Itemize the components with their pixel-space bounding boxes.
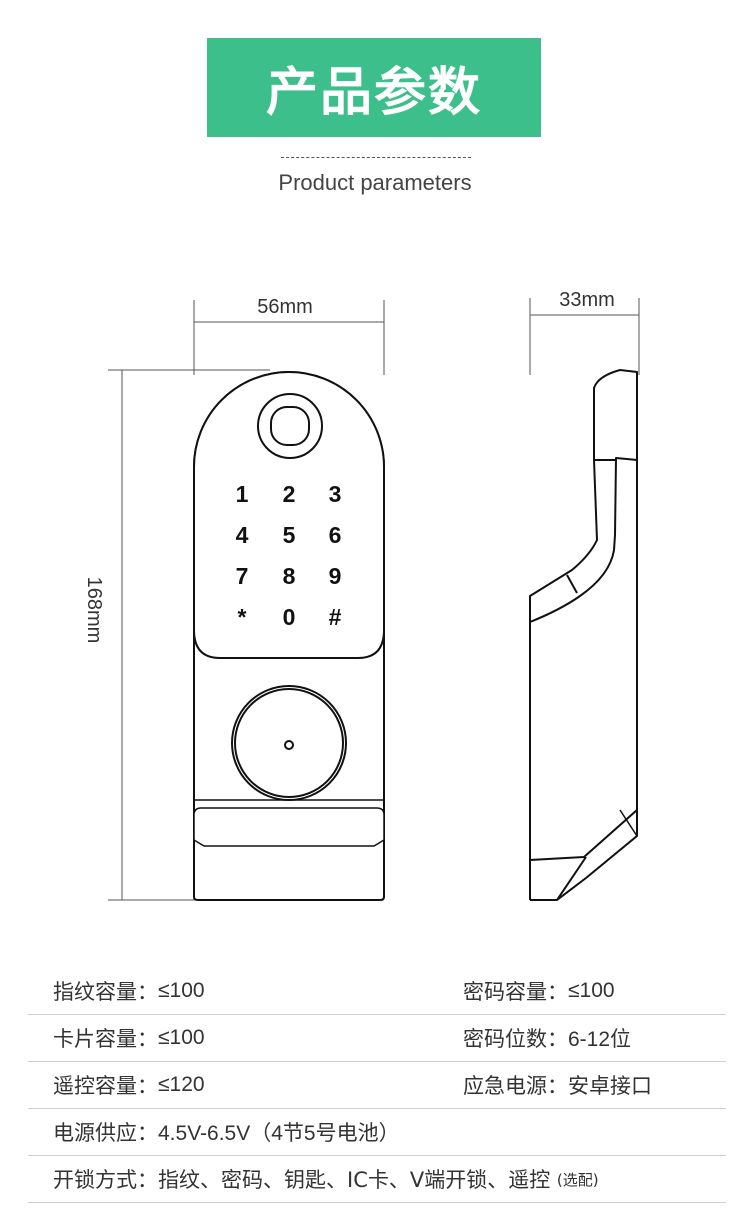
spec-row: 电源供应：4.5V-6.5V（4节5号电池） (28, 1109, 726, 1156)
key-cylinder-icon (231, 685, 347, 801)
depth-dimension (529, 298, 640, 375)
spec-row: 指纹容量：≤100 密码容量：≤100 (28, 968, 726, 1015)
spec-label: 密码位数： (463, 1027, 568, 1051)
spec-label: 遥控容量： (53, 1074, 158, 1098)
spec-label: 密码容量： (463, 980, 568, 1004)
keypad-key: 6 (329, 522, 342, 548)
spec-row: 遥控容量：≤120 应急电源：安卓接口 (28, 1062, 726, 1109)
page-title: 产品参数 (265, 63, 482, 123)
page-title-banner: 产品参数 (207, 38, 541, 137)
spec-note: (选配) (556, 1170, 599, 1189)
spec-label: 指纹容量： (53, 980, 158, 1004)
keypad: 1 2 3 4 5 6 7 8 9 * 0 # (236, 481, 342, 630)
keypad-key: 1 (236, 481, 249, 507)
spec-value: ≤100 (568, 979, 615, 1002)
spec-row: 开锁方式：指纹、密码、钥匙、IC卡、V端开锁、遥控 (选配) (28, 1156, 726, 1203)
keypad-key: 0 (283, 604, 296, 630)
keypad-key: 3 (329, 481, 342, 507)
keypad-key: 2 (283, 481, 296, 507)
spec-value: 6-12位 (568, 1028, 632, 1051)
spec-row: 卡片容量：≤100 密码位数：6-12位 (28, 1015, 726, 1062)
title-divider (281, 157, 471, 158)
keypad-key: # (329, 604, 342, 630)
keypad-key: 8 (283, 563, 296, 589)
spec-value: 指纹、密码、钥匙、IC卡、V端开锁、遥控 (158, 1168, 551, 1192)
spec-label: 电源供应： (53, 1121, 158, 1145)
lock-side-view (529, 369, 638, 901)
keypad-key: * (238, 604, 247, 630)
spec-value: 安卓接口 (568, 1075, 652, 1098)
spec-table: 指纹容量：≤100 密码容量：≤100 卡片容量：≤100 密码位数：6-12位… (28, 968, 726, 1203)
keypad-key: 5 (283, 522, 296, 548)
width-label: 56mm (257, 296, 313, 318)
spec-value: ≤100 (158, 1026, 205, 1049)
spec-label: 卡片容量： (53, 1027, 158, 1051)
spec-value: ≤100 (158, 979, 205, 1002)
lock-dimension-diagram: 56mm 168mm 33mm 1 2 3 4 5 6 7 8 9 * 0 # (83, 289, 640, 901)
height-label: 168mm (83, 577, 105, 644)
spec-label: 应急电源： (463, 1074, 568, 1098)
spec-value: 4.5V-6.5V（4节5号电池） (158, 1122, 400, 1145)
keypad-key: 7 (236, 563, 249, 589)
fingerprint-sensor-icon (257, 393, 323, 459)
lock-front-view (193, 371, 385, 901)
width-dimension (193, 300, 385, 375)
spec-label: 开锁方式： (53, 1168, 158, 1192)
page-subtitle: Product parameters (278, 170, 472, 195)
depth-label: 33mm (559, 289, 615, 311)
keypad-key: 9 (329, 563, 342, 589)
keypad-key: 4 (236, 522, 249, 548)
spec-value: ≤120 (158, 1073, 205, 1096)
